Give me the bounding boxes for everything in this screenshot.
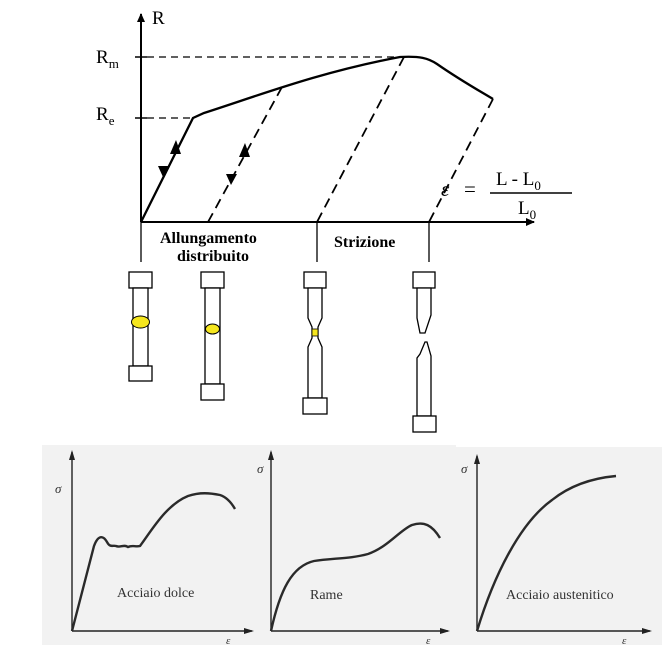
mini1-y-arrow <box>69 450 75 460</box>
formula-numerator: L - L0 <box>496 169 541 193</box>
load-arrow-up <box>170 140 181 154</box>
specimen-3-top-grip <box>303 271 327 289</box>
unloading-line-2 <box>316 56 405 223</box>
mini3-x-label: ε <box>622 635 627 647</box>
region-label-uniform-2: distribuito <box>177 248 249 265</box>
mini1-x-label: ε <box>226 635 231 647</box>
mini3-y-label: σ <box>461 461 468 476</box>
mini1-x-arrow <box>244 628 254 634</box>
unloading-line-1 <box>207 86 283 223</box>
mini-chart-acciaio-austenitico: σ ε Acciaio austenitico <box>461 454 652 647</box>
mini3-x-arrow <box>642 628 652 634</box>
mini1-caption: Acciaio dolce <box>117 586 194 601</box>
unload-arrow-down <box>226 174 237 185</box>
mini2-y-arrow <box>268 450 274 460</box>
specimen-1-bottom-grip <box>128 365 153 382</box>
tick-label-rm: Rm <box>96 47 119 71</box>
strain-formula: ε = L - L0 L0 <box>441 169 572 222</box>
mini-chart-rame: σ ε Rame <box>257 450 450 647</box>
specimen-4-upper-piece <box>416 287 432 334</box>
mini2-curve <box>269 522 442 632</box>
mini3-curve <box>475 474 617 632</box>
specimen-3-bottom-grip <box>302 397 328 415</box>
main-stress-curve <box>139 55 494 223</box>
mini3-y-arrow <box>474 454 480 464</box>
mini2-y-label: σ <box>257 461 264 476</box>
specimen-1-gauge-mark <box>131 315 150 329</box>
region-label-uniform-1: Allungamento <box>160 230 257 247</box>
unloading-line-3 <box>428 98 494 223</box>
specimen-elongated <box>200 271 225 401</box>
specimen-necking <box>302 271 328 415</box>
mini2-x-label: ε <box>426 635 431 647</box>
mini2-caption: Rame <box>310 588 343 603</box>
specimen-2-bottom-grip <box>200 383 225 401</box>
formula-equals: = <box>464 177 476 201</box>
unload-arrow-up <box>239 143 250 157</box>
specimen-4-top-grip <box>412 271 436 289</box>
tick-label-re: Re <box>96 104 115 128</box>
specimen-2-gauge-mark <box>205 323 220 335</box>
specimen-3-necked-gauge <box>307 287 323 399</box>
mini-chart-acciaio-dolce: σ ε Acciaio dolce <box>55 450 254 647</box>
main-y-axis-label: R <box>152 8 165 29</box>
main-stress-strain-diagram: R Rm Re ε = L - L0 L0 Al <box>96 8 572 265</box>
specimen-initial <box>128 271 153 382</box>
mini1-y-label: σ <box>55 481 62 496</box>
mini-chart-bg-austenitico <box>454 447 662 645</box>
mini2-x-arrow <box>440 628 450 634</box>
specimen-sequence <box>128 271 437 433</box>
mini1-curve <box>70 492 237 632</box>
specimen-fractured <box>412 271 437 433</box>
specimen-4-bottom-grip <box>412 415 437 433</box>
material-curves-row: σ ε Acciaio dolce σ ε Rame σ ε Acciaio a… <box>42 445 662 647</box>
load-arrow-down <box>158 166 169 177</box>
specimen-2-top-grip <box>200 271 225 289</box>
formula-epsilon: ε <box>441 177 450 201</box>
formula-denominator: L0 <box>518 198 536 222</box>
specimen-4-lower-piece <box>416 341 432 417</box>
specimen-1-top-grip <box>128 271 153 289</box>
mini3-caption: Acciaio austenitico <box>506 588 614 603</box>
specimen-3-neck-mark <box>311 328 319 337</box>
mini-chart-bg-rame <box>254 445 456 645</box>
mini-chart-bg-dolce <box>42 445 258 645</box>
specimen-2-gauge <box>204 287 221 385</box>
region-label-necking: Strizione <box>334 234 395 251</box>
